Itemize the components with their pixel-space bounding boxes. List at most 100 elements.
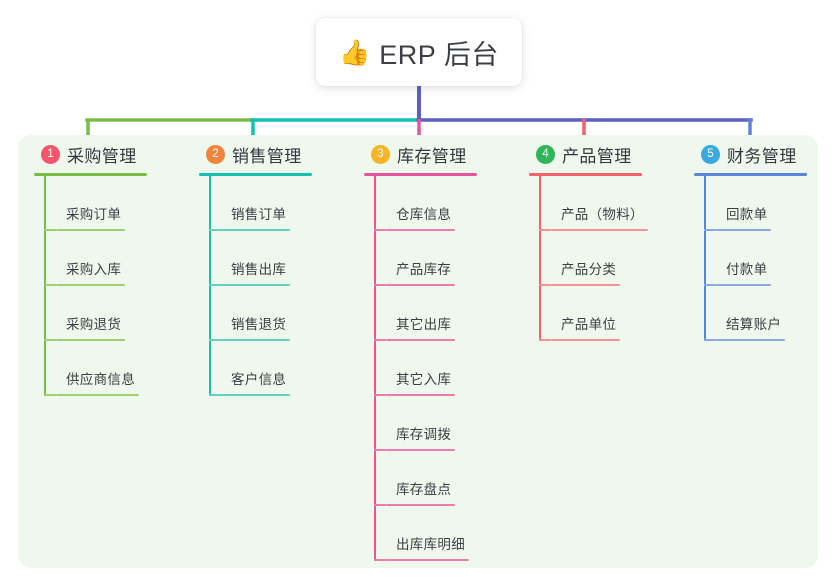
list-item[interactable]: 采购入库 — [44, 231, 147, 286]
list-item-rule — [386, 394, 456, 396]
list-item-connector — [374, 504, 386, 506]
column-title-3: 库存管理 — [397, 146, 467, 166]
column-items-1: 采购订单采购入库采购退货供应商信息 — [34, 176, 147, 396]
column-title-4: 产品管理 — [562, 146, 632, 166]
root-title: ERP 后台 — [379, 39, 499, 70]
column-items-5: 回款单付款单结算账户 — [694, 176, 807, 341]
column-title-2: 销售管理 — [232, 146, 302, 166]
list-item-rule — [386, 449, 456, 451]
list-item[interactable]: 销售退货 — [209, 286, 312, 341]
list-item[interactable]: 产品分类 — [539, 231, 648, 286]
list-item-connector — [209, 339, 221, 341]
list-item-label: 销售订单 — [231, 207, 287, 222]
list-item-connector — [704, 284, 716, 286]
list-item-rule — [716, 284, 772, 286]
list-item[interactable]: 产品库存 — [374, 231, 477, 286]
list-item[interactable]: 结算账户 — [704, 286, 807, 341]
list-item-connector — [374, 559, 386, 561]
column-rule-2 — [199, 173, 312, 176]
list-item[interactable]: 仓库信息 — [374, 176, 477, 231]
diagram-panel — [18, 135, 818, 568]
list-item[interactable]: 库存盘点 — [374, 451, 477, 506]
list-item-label: 出库库明细 — [396, 537, 465, 552]
column-header-3[interactable]: 3 库存管理 — [364, 141, 477, 167]
list-item[interactable]: 采购订单 — [44, 176, 147, 231]
list-item-connector — [209, 394, 221, 396]
list-item-connector — [539, 339, 551, 341]
list-item[interactable]: 客户信息 — [209, 341, 312, 396]
column-header-2[interactable]: 2 销售管理 — [199, 141, 312, 167]
list-item-rule — [56, 394, 139, 396]
list-item-connector — [209, 284, 221, 286]
column-spine-1 — [44, 176, 46, 396]
list-item-connector — [374, 394, 386, 396]
column-badge-2: 2 — [206, 144, 225, 164]
list-item-label: 客户信息 — [231, 372, 287, 387]
list-item-rule — [221, 339, 291, 341]
column-rule-4 — [529, 173, 642, 176]
list-item-connector — [539, 284, 551, 286]
list-item[interactable]: 其它入库 — [374, 341, 477, 396]
list-item[interactable]: 产品单位 — [539, 286, 648, 341]
list-item-connector — [44, 339, 56, 341]
list-item-label: 销售出库 — [231, 262, 287, 277]
column-badge-1: 1 — [41, 144, 60, 164]
list-item[interactable]: 库存调拨 — [374, 396, 477, 451]
list-item[interactable]: 产品（物料） — [539, 176, 648, 231]
list-item-rule — [386, 559, 469, 561]
list-item-connector — [44, 394, 56, 396]
list-item[interactable]: 回款单 — [704, 176, 807, 231]
column-badge-5: 5 — [701, 144, 720, 164]
list-item-connector — [374, 284, 386, 286]
list-item-connector — [44, 284, 56, 286]
list-item-label: 回款单 — [726, 207, 768, 222]
list-item-connector — [209, 229, 221, 231]
list-item-rule — [56, 284, 126, 286]
list-item-rule — [221, 229, 291, 231]
list-item-connector — [704, 229, 716, 231]
list-item[interactable]: 采购退货 — [44, 286, 147, 341]
list-item-rule — [56, 229, 126, 231]
thumbs-up-icon: 👍 — [339, 38, 371, 67]
column-spine-3 — [374, 176, 376, 561]
column-items-4: 产品（物料）产品分类产品单位 — [529, 176, 648, 341]
column-rule-5 — [694, 173, 807, 176]
list-item-label: 结算账户 — [726, 317, 782, 332]
list-item[interactable]: 供应商信息 — [44, 341, 147, 396]
list-item[interactable]: 销售出库 — [209, 231, 312, 286]
list-item-label: 产品库存 — [396, 262, 452, 277]
column-spine-2 — [209, 176, 211, 396]
list-item-connector — [374, 229, 386, 231]
list-item[interactable]: 付款单 — [704, 231, 807, 286]
list-item[interactable]: 出库库明细 — [374, 506, 477, 561]
column-items-2: 销售订单销售出库销售退货客户信息 — [199, 176, 312, 396]
list-item-connector — [374, 339, 386, 341]
list-item-rule — [551, 339, 621, 341]
root-node[interactable]: 👍 ERP 后台 — [316, 18, 522, 86]
list-item-label: 其它出库 — [396, 317, 452, 332]
list-item-connector — [374, 449, 386, 451]
list-item-label: 采购入库 — [66, 262, 122, 277]
list-item-label: 其它入库 — [396, 372, 452, 387]
list-item-label: 采购订单 — [66, 207, 122, 222]
list-item-rule — [221, 284, 291, 286]
column-2: 2 销售管理销售订单销售出库销售退货客户信息 — [199, 141, 312, 396]
list-item-connector — [704, 339, 716, 341]
column-spine-4 — [539, 176, 541, 341]
column-badge-3: 3 — [371, 144, 390, 164]
list-item-label: 采购退货 — [66, 317, 122, 332]
list-item[interactable]: 销售订单 — [209, 176, 312, 231]
column-rule-1 — [34, 173, 147, 176]
list-item-label: 付款单 — [726, 262, 768, 277]
list-item[interactable]: 其它出库 — [374, 286, 477, 341]
column-items-3: 仓库信息产品库存其它出库其它入库库存调拨库存盘点出库库明细 — [364, 176, 477, 561]
list-item-label: 库存调拨 — [396, 427, 452, 442]
list-item-rule — [56, 339, 126, 341]
column-spine-5 — [704, 176, 706, 341]
